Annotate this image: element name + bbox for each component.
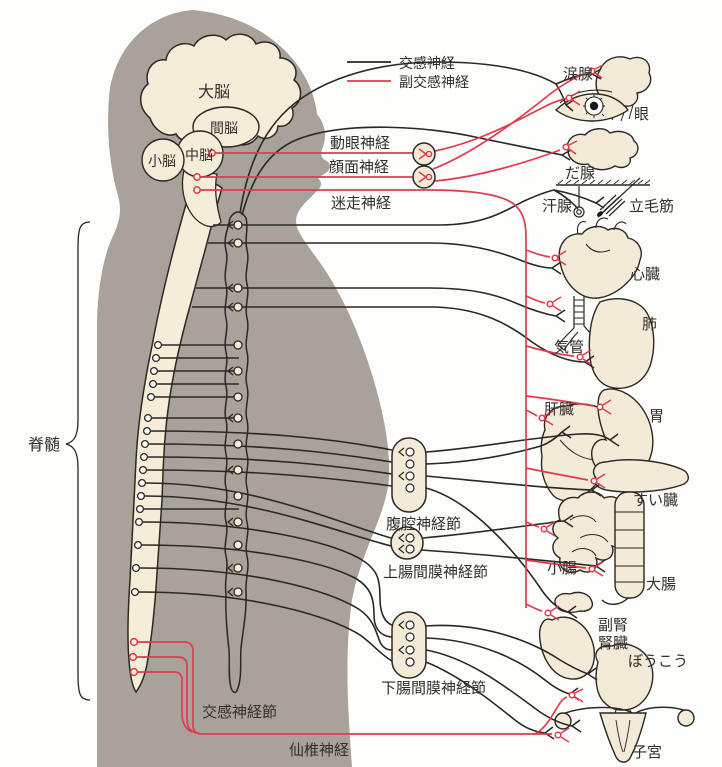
label-small-intestine: 小腸 bbox=[547, 559, 577, 577]
pupil bbox=[590, 102, 598, 110]
label-lacrimal-gland: 涙腺 bbox=[563, 65, 593, 83]
heart-shape bbox=[559, 227, 641, 299]
label-trachea: 気管 bbox=[554, 338, 584, 356]
label-salivary-gland: だ腺 bbox=[565, 164, 595, 182]
celiac-ganglion bbox=[392, 438, 426, 512]
legend: 交感神経 副交感神経 bbox=[347, 55, 469, 91]
label-cerebellum: 小脳 bbox=[148, 154, 176, 170]
label-vagus-nerve: 迷走神経 bbox=[331, 194, 391, 212]
pancreas-shape bbox=[594, 460, 689, 492]
label-adrenal-gland: 副腎 bbox=[598, 616, 628, 634]
cranial-parasympathetic-ganglia bbox=[413, 143, 435, 188]
label-sacral-nerve: 仙椎神経 bbox=[289, 741, 349, 759]
spinal-cord-brace bbox=[66, 222, 90, 700]
label-uterus: 子宮 bbox=[632, 743, 662, 761]
kidney-shape bbox=[540, 617, 595, 679]
ganglia bbox=[391, 143, 435, 678]
arrector-pili-muscle bbox=[600, 195, 625, 216]
label-liver: 肝臓 bbox=[544, 400, 574, 418]
uterus-shape bbox=[555, 707, 694, 762]
label-inferior-mesenteric-ganglion: 下腸間膜神経節 bbox=[381, 679, 486, 697]
legend-sympathetic-label: 交感神経 bbox=[399, 55, 455, 72]
label-pancreas: すい臓 bbox=[633, 491, 678, 509]
inferior-mesenteric-ganglion bbox=[392, 612, 426, 678]
label-sweat-gland: 汗腺 bbox=[542, 197, 572, 215]
label-oculomotor-nerve: 動眼神経 bbox=[330, 134, 390, 152]
label-bladder: ぼうこう bbox=[628, 652, 688, 670]
label-large-intestine: 大腸 bbox=[646, 575, 676, 593]
label-lung: 肺 bbox=[642, 315, 657, 333]
label-celiac-ganglion: 腹腔神経節 bbox=[386, 515, 461, 533]
sacral-nerve-roots bbox=[130, 639, 138, 676]
label-sympathetic-chain-ganglion: 交感神経節 bbox=[202, 703, 277, 721]
label-heart: 心臓 bbox=[630, 265, 660, 283]
label-stomach: 胃 bbox=[649, 407, 664, 425]
label-facial-nerve: 顔面神経 bbox=[329, 158, 389, 176]
label-diencephalon: 間脳 bbox=[210, 121, 238, 137]
label-midbrain: 中脳 bbox=[185, 148, 213, 164]
label-arrector-pili: 立毛筋 bbox=[629, 197, 674, 215]
label-cerebrum: 大脳 bbox=[198, 82, 230, 101]
label-superior-mesenteric-ganglion: 上腸間膜神経節 bbox=[383, 563, 488, 581]
lung-shape bbox=[589, 299, 653, 389]
legend-parasympathetic-label: 副交感神経 bbox=[399, 74, 469, 91]
sweat-gland-coil bbox=[574, 207, 584, 217]
label-spinal-cord: 脊髄 bbox=[28, 435, 60, 454]
hair-follicle bbox=[596, 210, 604, 218]
label-kidney: 腎臓 bbox=[598, 634, 628, 652]
label-eye: 眼 bbox=[634, 105, 649, 123]
